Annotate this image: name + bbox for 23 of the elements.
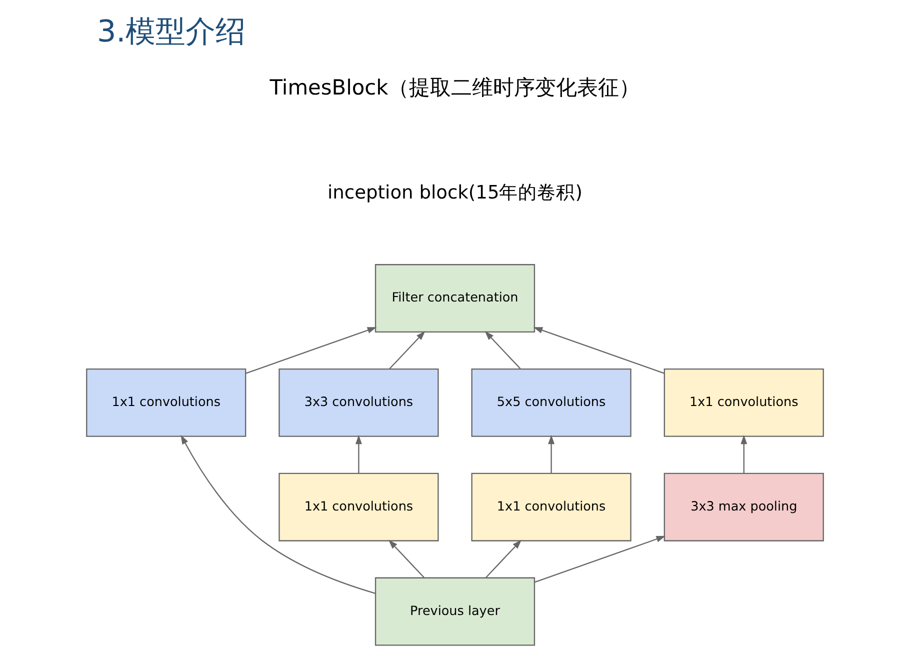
arrow xyxy=(354,434,362,474)
arrow xyxy=(740,434,747,474)
arrow xyxy=(245,327,376,374)
arrow xyxy=(548,434,554,474)
node-box: 1x1 convolutions xyxy=(86,368,246,437)
node-box: 1x1 convolutions xyxy=(470,472,631,542)
arrow xyxy=(534,536,666,583)
node-box: 1x1 convolutions xyxy=(278,472,438,542)
arrow xyxy=(388,330,425,370)
arrow xyxy=(485,540,522,578)
node-box: 1x1 convolutions xyxy=(663,368,824,437)
node-box: Previous layer xyxy=(374,577,535,646)
label: inception block(15年的卷积) xyxy=(327,182,582,204)
node-box: 3x3 convolutions xyxy=(278,368,438,437)
node-box: 3x3 max pooling xyxy=(663,472,824,542)
arrow xyxy=(532,327,664,374)
arrow xyxy=(484,330,520,370)
node-box: 5x5 convolutions xyxy=(470,368,631,437)
arrow xyxy=(180,434,375,594)
diagram-title: 3.模型介绍 xyxy=(96,14,246,50)
label: TimesBlock（提取二维时序变化表征） xyxy=(269,76,640,100)
node-box: Filter concatenation xyxy=(374,264,535,332)
arrow xyxy=(388,540,424,578)
